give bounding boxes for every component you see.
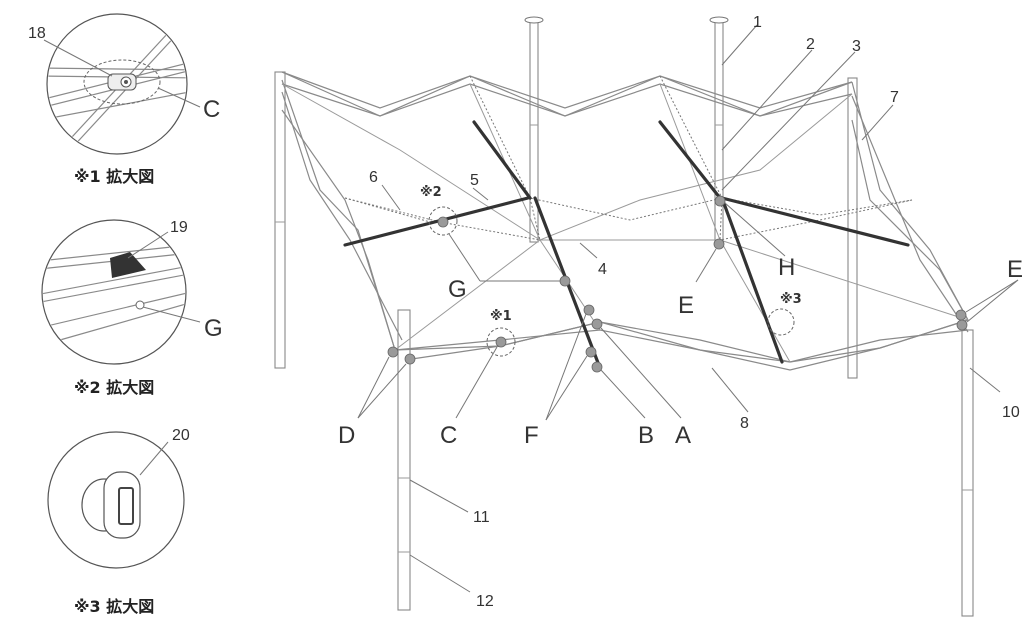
joint-d-right — [404, 353, 416, 365]
inset-2-caption: ※2 拡大図 — [74, 378, 154, 397]
letter-c: C — [440, 422, 457, 449]
joint-letters: D C F B A G E H E — [338, 254, 1023, 449]
pole-front-right — [961, 329, 974, 617]
inset-1-part-label: 18 — [28, 25, 46, 42]
part-number-4: 4 — [598, 261, 607, 278]
callout-marks: ※2 ※1 ※3 — [420, 185, 802, 324]
leader-lines — [357, 24, 1019, 593]
joint-b — [591, 361, 603, 373]
part-number-7: 7 — [890, 89, 899, 106]
brace-4 — [658, 120, 722, 200]
inset-2-circle — [41, 219, 187, 365]
callout-mark-2: ※2 — [420, 185, 442, 200]
inset-1-letter: C — [203, 96, 220, 123]
pole-back-right — [847, 77, 858, 379]
joint-f-upper — [583, 304, 595, 316]
pole-back-left — [274, 71, 286, 369]
letter-h: H — [778, 254, 795, 281]
brace-2 — [472, 120, 532, 200]
inset-3: 20 ※3 拡大図 — [47, 427, 190, 616]
inset-2-part-label: 19 — [170, 219, 188, 236]
joint-e-right-upper — [955, 309, 967, 321]
joint-g — [559, 275, 571, 287]
joint-d-left — [387, 346, 399, 358]
joint-e-right-lower — [956, 319, 968, 331]
pole-front-left — [397, 309, 411, 611]
joint-h — [714, 195, 726, 207]
joint-c — [495, 336, 507, 348]
tent-frame — [274, 16, 974, 617]
inset-3-caption: ※3 拡大図 — [74, 597, 154, 616]
letter-g: G — [448, 276, 467, 303]
callout-circle-3 — [767, 308, 795, 336]
joint-a — [591, 318, 603, 330]
part-number-11: 11 — [473, 509, 490, 526]
letter-a: A — [675, 422, 691, 449]
part-number-5: 5 — [470, 172, 479, 189]
letter-f: F — [524, 422, 539, 449]
inset-2-letter: G — [204, 315, 223, 342]
callout-mark-3: ※3 — [780, 292, 802, 307]
inset-1: 18 C ※1 拡大図 — [28, 13, 220, 186]
callout-mark-1: ※1 — [490, 309, 512, 324]
part-number-6: 6 — [369, 169, 378, 186]
part-number-10: 10 — [1002, 404, 1020, 421]
joint-e-center — [713, 238, 725, 250]
inset-3-part-label: 20 — [172, 427, 190, 444]
center-pole-2 — [714, 21, 724, 243]
letter-d: D — [338, 422, 355, 449]
letter-e-center: E — [678, 292, 694, 319]
part-numbers: 1 2 3 4 5 6 7 8 10 11 12 — [369, 14, 1020, 610]
brace-1 — [343, 196, 530, 247]
callout-circle-1 — [486, 327, 516, 357]
letter-b: B — [638, 422, 654, 449]
letter-e-right: E — [1007, 256, 1023, 283]
inset-1-caption: ※1 拡大図 — [74, 167, 154, 186]
brace-6 — [720, 196, 784, 364]
center-pole-1 — [529, 21, 539, 243]
part-number-12: 12 — [476, 593, 494, 610]
joint-g-upper — [437, 216, 449, 228]
part-number-3: 3 — [852, 38, 861, 55]
part-number-2: 2 — [806, 36, 815, 53]
callout-circle-2 — [428, 206, 458, 236]
joint-f-lower — [585, 346, 597, 358]
inset-2: 19 G ※2 拡大図 — [41, 219, 223, 397]
part-number-1: 1 — [753, 14, 762, 31]
part-number-8: 8 — [740, 415, 749, 432]
brace-5 — [720, 196, 910, 247]
